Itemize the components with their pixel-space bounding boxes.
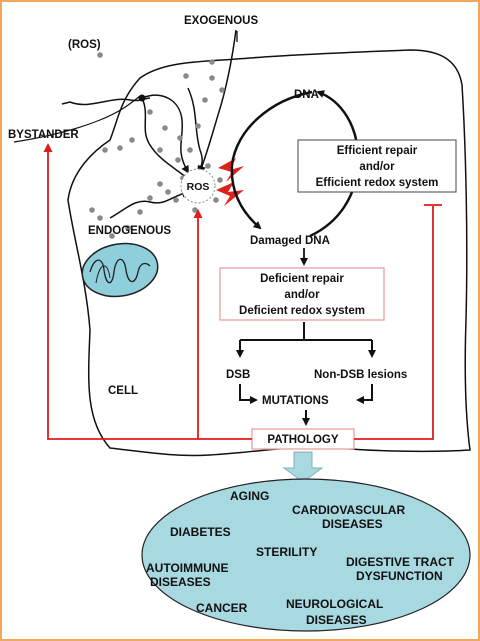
- cell-label: CELL: [108, 385, 138, 397]
- bystander-cell-edge: [13, 95, 141, 143]
- diseases-ellipse: [141, 478, 471, 632]
- ros-center-label: ROS: [187, 181, 210, 193]
- disease-autoimmune-2: DISEASES: [150, 575, 211, 589]
- red-feedback-lines: [43, 143, 442, 440]
- disease-cancer: CANCER: [196, 601, 248, 615]
- ros-burst: [180, 168, 216, 204]
- disease-neuro-1: NEUROLOGICAL: [286, 597, 383, 611]
- cell-membrane: [67, 49, 471, 457]
- damaged-dna-label: Damaged DNA: [250, 235, 330, 247]
- bystander-junction: [138, 94, 146, 102]
- deficient-line-3: Deficient redox system: [239, 305, 365, 317]
- efficient-repair-box: [297, 139, 457, 193]
- disease-sterility: STERILITY: [256, 545, 317, 559]
- dsb-label: DSB: [226, 369, 250, 381]
- disease-autoimmune-1: AUTOIMMUNE: [146, 561, 228, 575]
- efficient-line-1: Efficient repair: [337, 145, 418, 157]
- disease-cardio-2: DISEASES: [322, 517, 383, 531]
- pathology-down-arrow: [282, 451, 324, 483]
- exogenous-arrows: [187, 29, 237, 174]
- mutations-label: MUTATIONS: [262, 395, 329, 407]
- mutation-arrows: [239, 384, 373, 426]
- disease-cardio-1: CARDIOVASCULAR: [292, 503, 405, 517]
- non-dsb-label: Non-DSB lesions: [314, 369, 407, 381]
- disease-diabetes: DIABETES: [170, 525, 231, 539]
- exogenous-label: EXOGENOUS: [184, 15, 258, 27]
- deficient-repair-box: [219, 267, 385, 321]
- pathology-label: PATHOLOGY: [267, 434, 338, 446]
- deficient-line-2: and/or: [284, 289, 320, 301]
- bystander-label: BYSTANDER: [8, 129, 79, 141]
- dna-cycle-left-arc: [230, 90, 313, 230]
- dna-label: DNA: [294, 89, 319, 101]
- disease-aging: AGING: [230, 489, 269, 503]
- efficient-line-2: and/or: [359, 161, 395, 173]
- disease-digestive-1: DIGESTIVE TRACT: [346, 555, 455, 569]
- disease-neuro-2: DISEASES: [306, 613, 367, 627]
- ros-dots: [89, 52, 225, 239]
- endogenous-arrow: [109, 189, 190, 219]
- efficient-line-3: Efficient redox system: [316, 177, 439, 189]
- mitochondrion-icon: [81, 242, 159, 298]
- endogenous-label: ENDOGENOUS: [88, 225, 171, 237]
- deficient-line-1: Deficient repair: [260, 273, 344, 285]
- ros-outside-label: (ROS): [68, 39, 101, 51]
- disease-digestive-2: DYSFUNCTION: [356, 569, 443, 583]
- fork-arrows: [236, 322, 376, 358]
